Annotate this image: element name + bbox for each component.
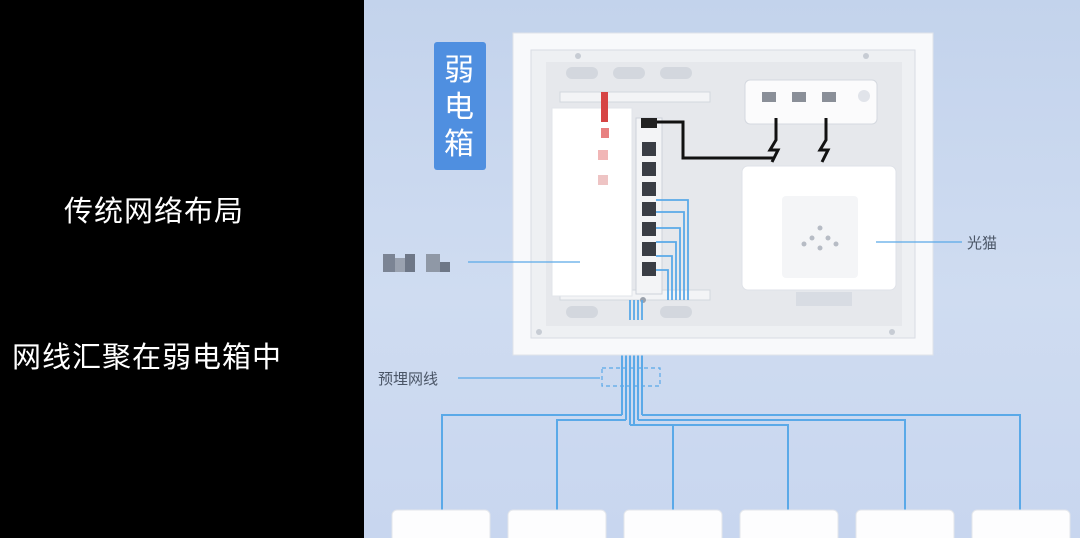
box-label-char-2: 电: [444, 90, 474, 125]
optical-modem: [741, 165, 897, 306]
power-plugs: [657, 118, 831, 163]
wall-outlet: [739, 509, 839, 538]
left-text-panel: 传统网络布局 网线汇聚在弱电箱中: [0, 0, 364, 538]
network-switch: [635, 117, 663, 303]
box-label-badge: 弱 电 箱: [434, 42, 486, 170]
power-strip: [744, 79, 878, 125]
router-label-pixelated: [383, 254, 450, 272]
wall-outlet: [855, 509, 955, 538]
modem-label: 光猫: [967, 234, 997, 252]
wall-outlets: [391, 509, 1071, 538]
headline-cables-converge: 网线汇聚在弱电箱中: [12, 340, 283, 374]
headline-traditional-layout: 传统网络布局: [64, 194, 245, 228]
router-module: [551, 92, 633, 297]
wall-outlet: [623, 509, 723, 538]
buried-cable-label: 预埋网线: [378, 370, 438, 388]
buried-cable-marker: [601, 367, 661, 387]
box-label-char-3: 箱: [444, 127, 474, 162]
wall-outlet: [391, 509, 491, 538]
wall-outlet: [507, 509, 607, 538]
floor-cables: [441, 305, 1021, 512]
wall-outlet: [971, 509, 1071, 538]
patch-cables: [629, 199, 689, 320]
box-label-char-1: 弱: [444, 53, 474, 88]
